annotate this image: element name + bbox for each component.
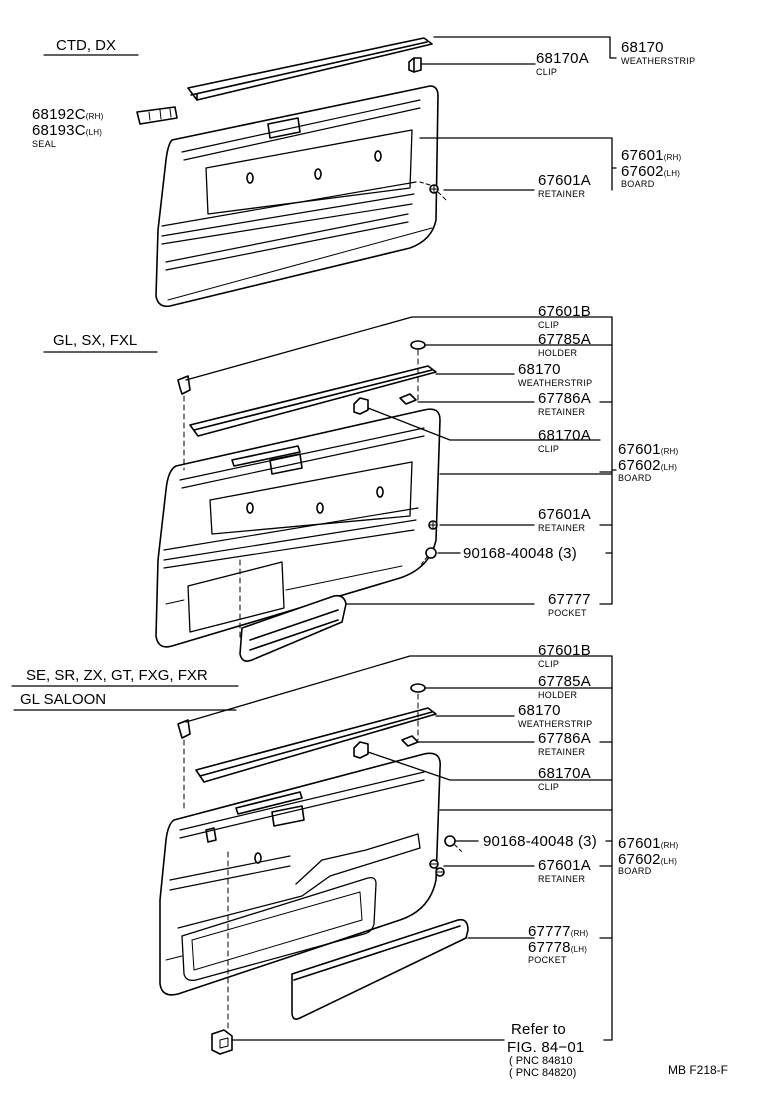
retainer-67601a-3 xyxy=(429,859,445,877)
part-number-67601a-s2: 67601A xyxy=(538,506,591,523)
part-number-68170-s2: 68170 xyxy=(518,361,561,378)
door-board-1 xyxy=(155,85,439,308)
seal-1 xyxy=(136,106,178,125)
part-desc-weatherstrip-s2: WEATHERSTRIP xyxy=(518,378,593,388)
part-desc-clip-67601b-s3: CLIP xyxy=(538,659,560,669)
part-number-68170a-s3: 68170A xyxy=(538,765,591,782)
part-desc-board-s2: BOARD xyxy=(618,473,652,483)
section-header-se: SE, SR, ZX, GT, FXG, FXR xyxy=(26,667,208,684)
part-desc-retainer-67601a-s2: RETAINER xyxy=(538,523,586,533)
weatherstrip-1 xyxy=(187,37,433,101)
part-number-67601-s2: 67601(RH) xyxy=(618,441,679,458)
part-desc-retainer-67601a-s3: RETAINER xyxy=(538,874,586,884)
part-number-screw-s3: 90168-40048 (3) xyxy=(483,833,597,850)
section-ctd-dx-drawing xyxy=(43,36,617,308)
part-number-68170a-s2: 68170A xyxy=(538,427,591,444)
part-number-67602-s1: 67602(LH) xyxy=(621,163,681,180)
pocket-3 xyxy=(291,918,469,1020)
part-desc-pocket-s3: POCKET xyxy=(528,955,567,965)
clip-68170a-2 xyxy=(353,397,369,415)
part-number-67786a-s2: 67786A xyxy=(538,390,591,407)
screw-3 xyxy=(444,835,463,853)
part-desc-holder-s2: HOLDER xyxy=(538,348,578,358)
screw-2 xyxy=(419,547,437,567)
part-desc-clip-s1: CLIP xyxy=(536,67,558,77)
section-header-ctd-dx: CTD, DX xyxy=(56,37,116,54)
part-desc-pocket-s2: POCKET xyxy=(548,608,587,618)
retainer-67601a-2 xyxy=(428,520,438,530)
bottom-clip-3 xyxy=(211,1029,233,1055)
part-desc-clip-68170a-s2: CLIP xyxy=(538,444,560,454)
part-number-67786a-s3: 67786A xyxy=(538,730,591,747)
part-number-67778-s3: 67778(LH) xyxy=(528,939,588,956)
part-number-67601a-s1: 67601A xyxy=(538,172,591,189)
clip-68170a-3 xyxy=(353,741,369,759)
holder-2 xyxy=(410,340,426,401)
weatherstrip-3 xyxy=(195,707,437,783)
holder-3 xyxy=(410,683,426,741)
part-desc-retainer-s1: RETAINER xyxy=(538,189,586,199)
refer-to-text: Refer to xyxy=(511,1021,566,1038)
part-number-67785a-s2: 67785A xyxy=(538,331,591,348)
retainer-67786a-2 xyxy=(399,393,417,405)
part-desc-retainer-67786a-s3: RETAINER xyxy=(538,747,586,757)
clip-67601b-2 xyxy=(177,375,191,471)
part-desc-board-s1: BOARD xyxy=(621,179,655,189)
part-number-68193c: 68193C(LH) xyxy=(32,122,103,139)
section-se-drawing xyxy=(11,655,613,1055)
part-desc-holder-s3: HOLDER xyxy=(538,690,578,700)
door-board-3 xyxy=(159,752,441,996)
section-header-gl: GL, SX, FXL xyxy=(53,332,138,349)
part-number-67601b-s3: 67601B xyxy=(538,642,591,659)
clip-1 xyxy=(408,57,422,73)
part-desc-retainer-67786a-s2: RETAINER xyxy=(538,407,586,417)
weatherstrip-2 xyxy=(189,365,437,437)
part-number-67601b-s2: 67601B xyxy=(538,303,591,320)
part-number-67785a-s3: 67785A xyxy=(538,673,591,690)
part-desc-seal: SEAL xyxy=(32,139,57,149)
clip-67601b-3 xyxy=(177,719,191,813)
retainer-67786a-3 xyxy=(401,735,419,747)
pnc-84810-text: ( PNC 84810 xyxy=(509,1055,573,1067)
part-desc-board-s3: BOARD xyxy=(618,866,652,876)
part-desc-clip-67601b-s2: CLIP xyxy=(538,320,560,330)
part-desc-weatherstrip-s1: WEATHERSTRIP xyxy=(621,56,696,66)
section-gl-drawing xyxy=(43,316,617,662)
part-number-67601-s1: 67601(RH) xyxy=(621,147,682,164)
pocket-2 xyxy=(239,594,347,662)
section-header-gl-saloon: GL SALOON xyxy=(20,691,107,708)
part-number-68170-s1: 68170 xyxy=(621,39,664,56)
part-number-67601-s3: 67601(RH) xyxy=(618,835,679,852)
part-number-67602-s2: 67602(LH) xyxy=(618,457,678,474)
part-number-67777-s2: 67777 xyxy=(548,591,591,608)
part-desc-weatherstrip-s3: WEATHERSTRIP xyxy=(518,719,593,729)
part-number-screw-s2: 90168-40048 (3) xyxy=(463,545,577,562)
part-number-68170a-s1: 68170A xyxy=(536,50,589,67)
pnc-84820-text: ( PNC 84820) xyxy=(509,1067,577,1079)
part-number-67777-s3: 67777(RH) xyxy=(528,923,589,940)
retainer-1 xyxy=(419,181,447,201)
part-desc-clip-68170a-s3: CLIP xyxy=(538,782,560,792)
figure-code: MB F218-F xyxy=(668,1063,729,1077)
part-number-68192c: 68192C(RH) xyxy=(32,106,104,123)
part-number-68170-s3: 68170 xyxy=(518,702,561,719)
part-number-67601a-s3: 67601A xyxy=(538,857,591,874)
refer-fig-text: FIG. 84−01 xyxy=(507,1039,585,1056)
part-number-67602-s3: 67602(LH) xyxy=(618,851,678,868)
